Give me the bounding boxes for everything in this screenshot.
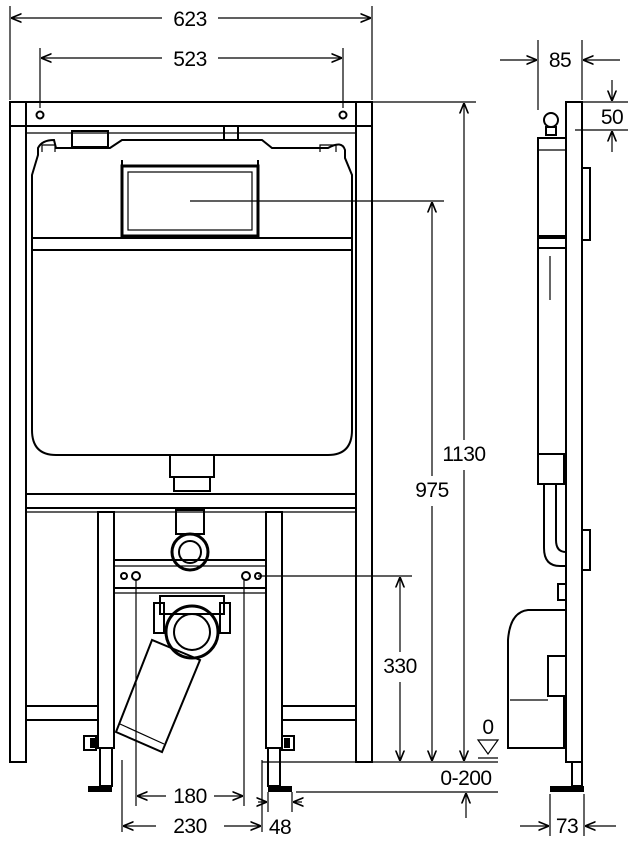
- side-view: [507, 101, 591, 792]
- side-upright: [565, 101, 583, 763]
- foot-right: [267, 747, 281, 787]
- dim-drain-height: 330: [383, 655, 417, 678]
- dim-side-foot-depth: 73: [556, 815, 578, 838]
- cistern-top: [31, 138, 353, 239]
- dim-foot-spacing: 230: [173, 815, 207, 838]
- flush-pipe-connector: [170, 532, 210, 572]
- cistern-body: [31, 249, 353, 456]
- side-cistern: [537, 137, 567, 239]
- mounting-hole-right: [338, 110, 348, 120]
- lower-rail: [25, 705, 99, 721]
- dim-hole-spacing: 523: [173, 48, 207, 71]
- drain-pipe: [114, 638, 202, 754]
- dim-overall-width: 623: [173, 8, 207, 31]
- dim-floor-adjust: 0-200: [440, 767, 491, 790]
- dim-foot-width: 48: [269, 816, 291, 839]
- side-drain: [507, 609, 566, 749]
- dim-side-top-offset: 50: [601, 106, 623, 129]
- flush-outlet: [169, 454, 215, 478]
- inner-upright-right: [265, 511, 283, 749]
- left-upright: [9, 101, 27, 763]
- middle-rail: [25, 493, 357, 509]
- dim-drain-spacing: 180: [173, 785, 207, 808]
- inner-upright-left: [97, 511, 115, 749]
- dimensions: 623 523 85 50 1130 975 330: [9, 6, 628, 839]
- front-view: [9, 101, 373, 792]
- drain-elbow: [164, 604, 220, 660]
- mounting-hole-left: [35, 110, 45, 120]
- dim-floor-zero: 0: [482, 716, 493, 739]
- level-triangle-icon: [476, 739, 500, 756]
- top-rail: [9, 101, 373, 127]
- foot-left: [99, 747, 113, 787]
- dim-side-depth: 85: [549, 49, 571, 72]
- dim-cistern-height: 975: [415, 479, 449, 502]
- dim-total-height: 1130: [442, 443, 485, 466]
